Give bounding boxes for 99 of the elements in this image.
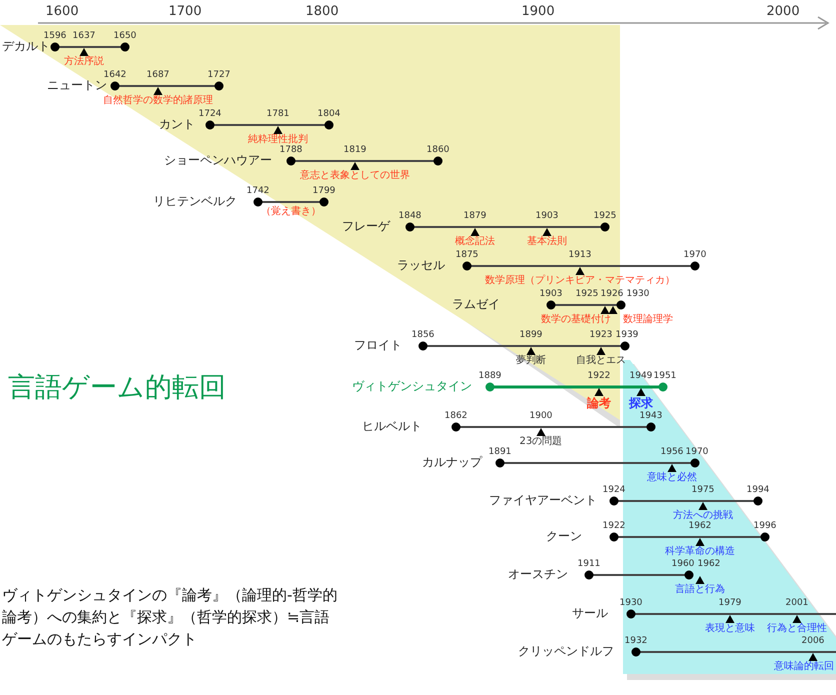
year-label: 1930 bbox=[620, 598, 642, 608]
philosopher-name: クーン bbox=[546, 530, 582, 544]
year-label: 1925 bbox=[594, 210, 616, 221]
philosopher-name: オースチン bbox=[508, 568, 568, 582]
year-label: 1804 bbox=[318, 108, 340, 119]
year-label: 1926 bbox=[600, 288, 624, 299]
year-label: 1943 bbox=[640, 410, 662, 421]
work-title: 意味論的転回 bbox=[774, 661, 834, 672]
year-label: 1962 bbox=[688, 520, 712, 531]
work-title: 行為と合理性 bbox=[767, 623, 827, 634]
work-title: （覚え書き） bbox=[261, 206, 321, 218]
year-label: 2006 bbox=[802, 636, 824, 646]
year-label: 1922 bbox=[588, 370, 610, 381]
philosopher-name: ヴィトゲンシュタイン bbox=[352, 380, 472, 394]
work-title: 自我とエス bbox=[576, 355, 626, 366]
year-label: 1862 bbox=[444, 410, 468, 421]
philosopher-name: リヒテンベルク bbox=[153, 194, 237, 209]
year-label: 1903 bbox=[536, 210, 558, 221]
year-label: 1860 bbox=[426, 144, 450, 155]
year-label: 1642 bbox=[104, 70, 126, 80]
year-label: 1799 bbox=[312, 186, 336, 196]
work-title: 意志と表象としての世界 bbox=[300, 170, 410, 182]
philosopher-name: フロイト bbox=[354, 338, 402, 353]
year-label: 1899 bbox=[520, 330, 542, 340]
work-title: 方法への挑戦 bbox=[673, 510, 733, 521]
year-label: 1687 bbox=[146, 70, 170, 80]
work-title: 方法序説 bbox=[64, 56, 104, 68]
year-label: 1913 bbox=[568, 250, 592, 260]
work-title: 論考 bbox=[587, 396, 611, 411]
work-title: 意味と必然 bbox=[647, 472, 697, 484]
year-label: 1923 bbox=[590, 330, 612, 340]
axis-tick-label: 2000 bbox=[766, 5, 800, 20]
year-label: 1960 bbox=[672, 558, 694, 569]
philosopher-name: ラムゼイ bbox=[452, 298, 500, 312]
work-title: 純粋理性批判 bbox=[248, 134, 308, 145]
year-label: 1939 bbox=[616, 330, 638, 340]
year-label: 1925 bbox=[576, 288, 598, 299]
year-label: 1781 bbox=[266, 108, 290, 119]
year-label: 1970 bbox=[686, 446, 708, 457]
year-label: 1903 bbox=[540, 288, 562, 299]
year-label: 1949 bbox=[630, 370, 652, 381]
caption: ヴィトゲンシュタインの『論考』（論理的-哲学的論考）への集約と『探求』（哲学的探求）≒言語ゲームのもたらすインパクト bbox=[2, 585, 338, 650]
work-title: 夢判断 bbox=[516, 355, 546, 366]
work-title: 数学原理（プリンキピア・マテマティカ） bbox=[485, 275, 675, 286]
year-label: 1637 bbox=[72, 30, 96, 41]
year-label: 1930 bbox=[626, 288, 650, 299]
year-label: 1922 bbox=[602, 520, 626, 531]
work-title: 数理論理学 bbox=[623, 314, 673, 326]
year-label: 1727 bbox=[208, 70, 230, 80]
year-label: 1994 bbox=[746, 484, 770, 495]
philosopher-name: ショーペンハウアー bbox=[164, 154, 272, 168]
year-label: 1848 bbox=[398, 210, 422, 221]
year-label: 1819 bbox=[344, 144, 366, 155]
axis-tick-label: 1700 bbox=[168, 5, 202, 20]
philosopher-name: ファイヤアーベント bbox=[489, 494, 597, 508]
year-label: 1970 bbox=[684, 250, 706, 260]
work-title: 23の問題 bbox=[520, 436, 562, 448]
work-title: 概念記法 bbox=[455, 236, 495, 248]
year-label: 1932 bbox=[624, 636, 648, 646]
philosopher-name: デカルト bbox=[2, 40, 50, 54]
work-title: 自然哲学の数学的諸原理 bbox=[103, 95, 213, 106]
year-label: 1742 bbox=[246, 186, 270, 196]
year-label: 1900 bbox=[530, 410, 552, 421]
axis-tick-label: 1600 bbox=[46, 5, 79, 20]
year-label: 1975 bbox=[692, 484, 714, 495]
philosopher-name: クリッペンドルフ bbox=[518, 644, 614, 659]
year-label: 1650 bbox=[114, 30, 136, 41]
philosopher-name: ヒルベルト bbox=[362, 420, 422, 434]
axis-tick-label: 1800 bbox=[306, 5, 339, 20]
philosopher-name: ニュートン bbox=[47, 78, 107, 93]
year-label: 1956 bbox=[660, 446, 684, 457]
philosopher-name: カント bbox=[159, 118, 195, 132]
year-label: 1996 bbox=[754, 520, 776, 531]
year-label: 1889 bbox=[478, 370, 502, 381]
year-label: 2001 bbox=[786, 598, 808, 608]
work-title: 言語と行為 bbox=[675, 584, 725, 596]
work-title: 数学の基礎付け bbox=[541, 314, 611, 326]
year-label: 1962 bbox=[698, 558, 720, 569]
heading: 言語ゲーム的転回 bbox=[8, 372, 226, 403]
year-label: 1879 bbox=[464, 210, 486, 221]
year-label: 1856 bbox=[412, 330, 434, 340]
philosopher-name: カルナップ bbox=[422, 456, 482, 470]
year-label: 1875 bbox=[456, 250, 478, 260]
year-label: 1891 bbox=[488, 446, 512, 457]
work-title: 基本法則 bbox=[527, 236, 567, 248]
year-label: 1596 bbox=[44, 30, 66, 41]
philosopher-name: ラッセル bbox=[397, 258, 445, 273]
year-label: 1724 bbox=[198, 108, 222, 119]
year-label: 1911 bbox=[578, 558, 600, 569]
year-label: 1979 bbox=[718, 598, 742, 608]
philosopher-name: フレーゲ bbox=[342, 220, 390, 234]
year-label: 1924 bbox=[602, 484, 626, 495]
year-label: 1788 bbox=[280, 144, 302, 155]
year-label: 1951 bbox=[654, 370, 676, 381]
philosopher-name: サール bbox=[572, 606, 608, 621]
axis-tick-label: 1900 bbox=[522, 5, 555, 20]
work-title: 科学革命の構造 bbox=[665, 546, 735, 558]
work-title: 探求 bbox=[629, 396, 653, 411]
work-title: 表現と意味 bbox=[705, 623, 755, 634]
